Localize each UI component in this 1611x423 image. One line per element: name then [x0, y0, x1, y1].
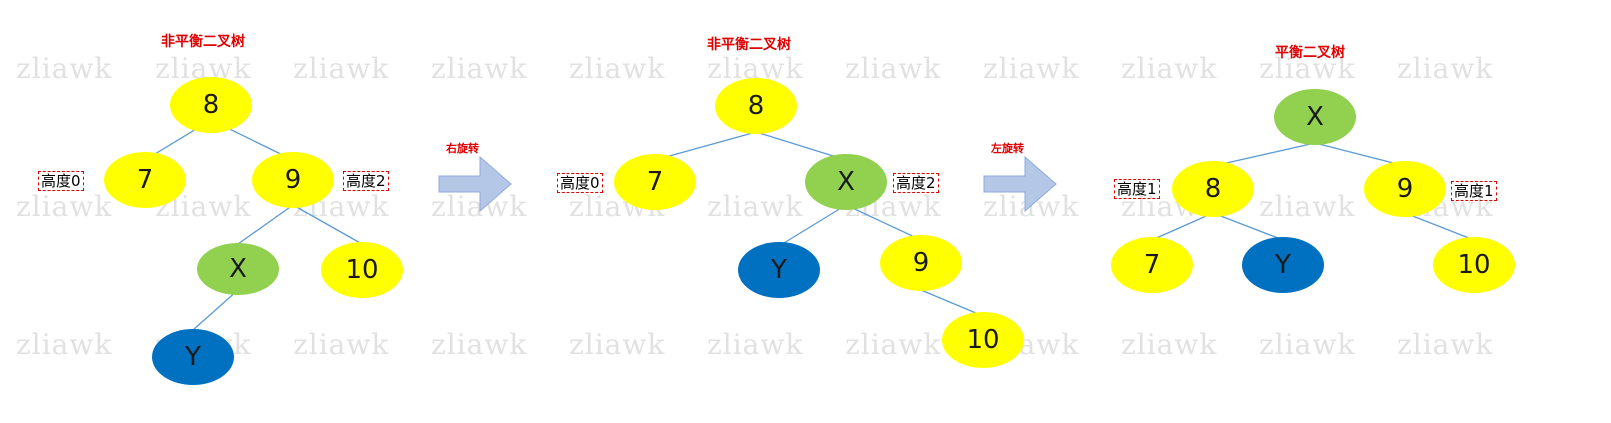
rotation-arrow-icon [438, 155, 512, 213]
panel-title: 非平衡二叉树 [707, 37, 791, 53]
node-label: 10 [966, 325, 999, 355]
node-label: 10 [1457, 250, 1490, 280]
watermark: zliawk [1121, 52, 1218, 85]
watermark: zliawk [431, 328, 528, 361]
edge-x-y [778, 204, 847, 247]
watermark: zliawk [431, 52, 528, 85]
tree-node [614, 154, 696, 210]
tree-node [1274, 89, 1356, 145]
watermark: zliawk [569, 52, 666, 85]
node-label: Y [184, 342, 201, 372]
node-label: 7 [647, 167, 664, 197]
watermark: zliawk [16, 328, 113, 361]
node-label: 8 [1205, 174, 1222, 204]
height-label: 高度2 [893, 173, 939, 193]
edge-8-x [755, 131, 847, 161]
node-label: 7 [1144, 250, 1161, 280]
tree-node [1242, 237, 1324, 293]
tree-node [738, 242, 820, 298]
edge-9-10 [920, 289, 984, 317]
edge-x-8 [1212, 142, 1316, 167]
watermark: zliawk [293, 52, 390, 85]
edge-8-7 [1151, 212, 1214, 241]
tree-node [252, 152, 334, 208]
node-label: Y [770, 255, 787, 285]
edge-9-10 [292, 204, 363, 245]
tree-node [1364, 161, 1446, 217]
node-label: 10 [345, 255, 378, 285]
tree-node [152, 329, 234, 385]
tree-node [197, 243, 279, 295]
panel2-nodes: 8 7 X Y 9 10 [614, 78, 1024, 368]
node-label: Y [1274, 250, 1291, 280]
node-label: 7 [137, 165, 154, 195]
watermark: zliawk [293, 328, 390, 361]
node-label: 8 [203, 90, 220, 120]
watermark: zliawk [16, 190, 113, 223]
watermark: zliawk [431, 190, 528, 223]
watermark: zliawk [569, 328, 666, 361]
edge-8-7 [654, 131, 757, 161]
tree-node [321, 242, 403, 298]
height-label: 高度0 [38, 171, 84, 191]
edge-x-9 [1314, 142, 1406, 167]
node-label: 9 [285, 165, 302, 195]
watermark: zliawk [1397, 52, 1494, 85]
height-label: 高度1 [1114, 179, 1160, 199]
panel3-edges [1151, 142, 1475, 241]
edge-9-x [237, 204, 294, 245]
watermark: zliawk [983, 52, 1080, 85]
tree-node [715, 78, 797, 134]
tree-node [170, 77, 252, 133]
height-label: 高度2 [343, 171, 389, 191]
watermark: zliawk [707, 328, 804, 361]
tree-node [942, 312, 1024, 368]
panel2-edges [654, 131, 984, 317]
edge-x-9 [845, 204, 922, 241]
panel-title: 平衡二叉树 [1275, 45, 1345, 61]
tree-node [1433, 237, 1515, 293]
node-label: 9 [1397, 174, 1414, 204]
tree-node [805, 154, 887, 210]
watermark: zliawk [1259, 52, 1356, 85]
node-label: 9 [913, 248, 930, 278]
watermark: zliawk [16, 52, 113, 85]
panel-title: 非平衡二叉树 [161, 34, 245, 50]
height-label: 高度0 [557, 173, 603, 193]
tree-node [104, 152, 186, 208]
rotation-label: 左旋转 [991, 142, 1024, 155]
node-label: 8 [748, 91, 765, 121]
height-label: 高度1 [1451, 181, 1497, 201]
watermark: zliawk [845, 52, 942, 85]
watermark: zliawk [1397, 328, 1494, 361]
watermark: zliawk [1259, 328, 1356, 361]
tree-node [1172, 161, 1254, 217]
rotation-arrow-icon [983, 155, 1057, 213]
watermark: zliawk [1121, 328, 1218, 361]
watermark: zliawk [707, 190, 804, 223]
edge-x-y [192, 289, 239, 331]
panel1-edges [144, 119, 363, 331]
rotation-label: 右旋转 [446, 142, 479, 155]
node-label: X [837, 167, 855, 197]
panel1-nodes: 8 7 9 X 10 Y [104, 77, 403, 385]
panel3-nodes: X 8 9 7 Y 10 [1111, 89, 1515, 293]
node-label: X [229, 254, 247, 284]
watermark: zliawk [845, 328, 942, 361]
node-label: X [1306, 102, 1324, 132]
tree-node [880, 235, 962, 291]
watermark: zliawk [1259, 190, 1356, 223]
edge-8-y [1212, 212, 1284, 241]
tree-node [1111, 237, 1193, 293]
edge-9-10 [1404, 212, 1475, 241]
